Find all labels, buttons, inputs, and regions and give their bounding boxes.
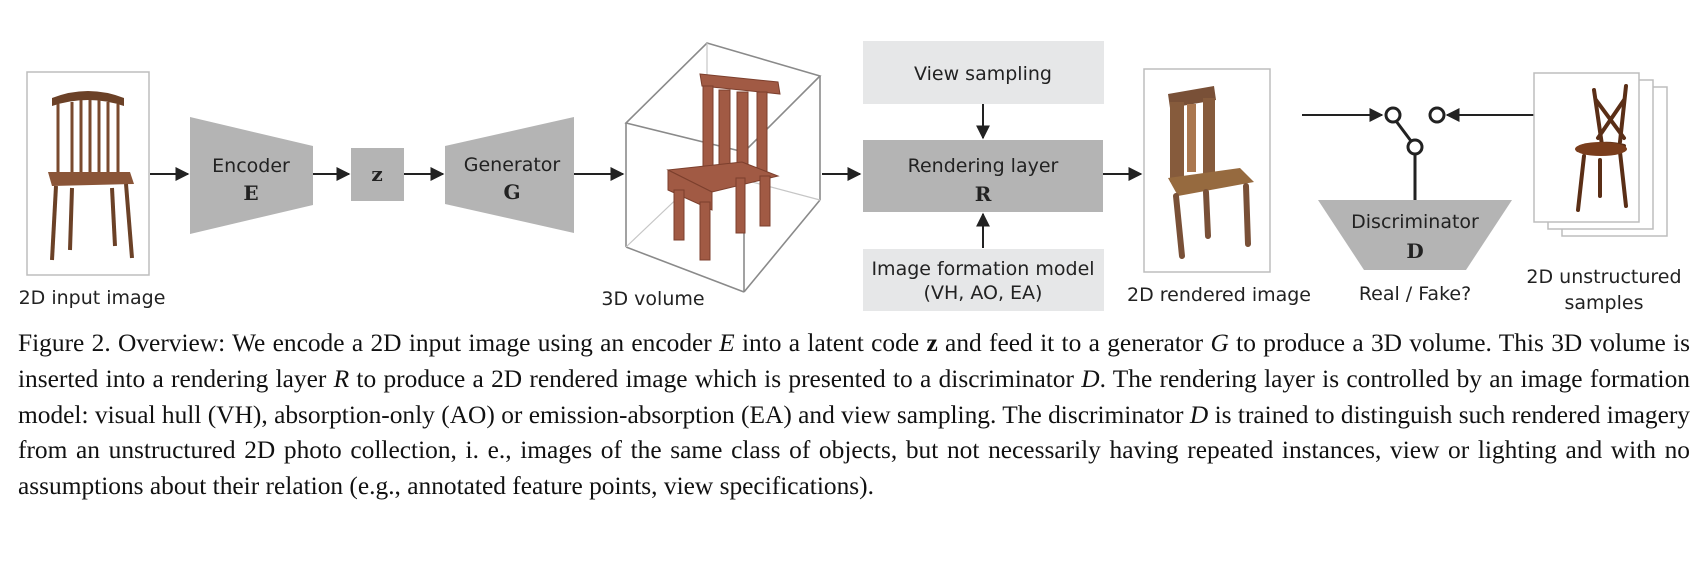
volume-block: 3D volume bbox=[601, 42, 822, 310]
rendered-image-label: 2D rendered image bbox=[1127, 284, 1311, 306]
rendered-chair-icon bbox=[1168, 86, 1254, 259]
voxel-chair-icon bbox=[666, 73, 781, 261]
figure-caption: Figure 2. Overview: We encode a 2D input… bbox=[18, 326, 1690, 505]
input-switch-icon bbox=[1384, 106, 1446, 200]
discriminator-block: Discriminator D bbox=[1318, 200, 1512, 270]
rendering-layer-label: Rendering layer bbox=[908, 155, 1059, 177]
generator-symbol: G bbox=[503, 180, 520, 204]
volume-label: 3D volume bbox=[601, 288, 704, 310]
real-fake-label: Real / Fake? bbox=[1359, 283, 1471, 305]
rendered-image: 2D rendered image bbox=[1127, 68, 1311, 306]
caption-text: Overview: We encode a 2D input image usi… bbox=[110, 329, 720, 357]
var-rendering: R bbox=[333, 364, 350, 393]
overview-diagram: 2D input image Encoder E z Generator G bbox=[19, 41, 1682, 314]
discriminator-label: Discriminator bbox=[1351, 211, 1479, 233]
formation-model-label: Image formation model bbox=[871, 258, 1094, 280]
input-image-label: 2D input image bbox=[19, 287, 166, 309]
formation-model-block: Image formation model (VH, AO, EA) bbox=[863, 249, 1104, 311]
caption-text: into a latent code bbox=[734, 329, 927, 357]
var-latent: z bbox=[926, 329, 938, 357]
caption-text: and feed it to a generator bbox=[937, 329, 1211, 357]
generator-label: Generator bbox=[464, 154, 561, 176]
samples-label-line1: 2D unstructured bbox=[1526, 266, 1681, 288]
encoder-block: Encoder E bbox=[190, 117, 313, 234]
latent-symbol: z bbox=[371, 162, 382, 186]
latent-code-block: z bbox=[351, 148, 404, 201]
var-discriminator: D bbox=[1189, 400, 1209, 429]
view-sampling-block: View sampling bbox=[863, 41, 1104, 104]
var-encoder: E bbox=[719, 329, 735, 357]
caption-text: to produce a 2D rendered image which is … bbox=[349, 364, 1082, 393]
caption-text: is trained to distinguish such rendered … bbox=[18, 400, 1690, 501]
discriminator-symbol: D bbox=[1406, 239, 1423, 263]
rendering-layer-block: Rendering layer R bbox=[863, 140, 1103, 212]
caption-text: to produce a 3D volume. This 3D volume i… bbox=[18, 329, 1691, 393]
generator-block: Generator G bbox=[445, 117, 574, 233]
rendering-layer-symbol: R bbox=[975, 182, 992, 206]
encoder-symbol: E bbox=[243, 181, 258, 205]
caption-text: . The rendering layer is controlled by a… bbox=[18, 364, 1690, 429]
formation-model-options: (VH, AO, EA) bbox=[924, 282, 1043, 304]
var-generator: G bbox=[1210, 329, 1229, 357]
chair-photo-icon bbox=[48, 91, 134, 261]
view-sampling-label: View sampling bbox=[914, 63, 1052, 85]
encoder-label: Encoder bbox=[212, 155, 290, 177]
samples-label-line2: samples bbox=[1565, 292, 1644, 314]
var-discriminator: D bbox=[1081, 364, 1100, 393]
unstructured-samples: 2D unstructured samples bbox=[1526, 72, 1682, 314]
sample-chair-photo-icon bbox=[1576, 84, 1628, 212]
caption-lead: Figure 2. bbox=[18, 329, 111, 357]
input-image: 2D input image bbox=[19, 71, 166, 309]
